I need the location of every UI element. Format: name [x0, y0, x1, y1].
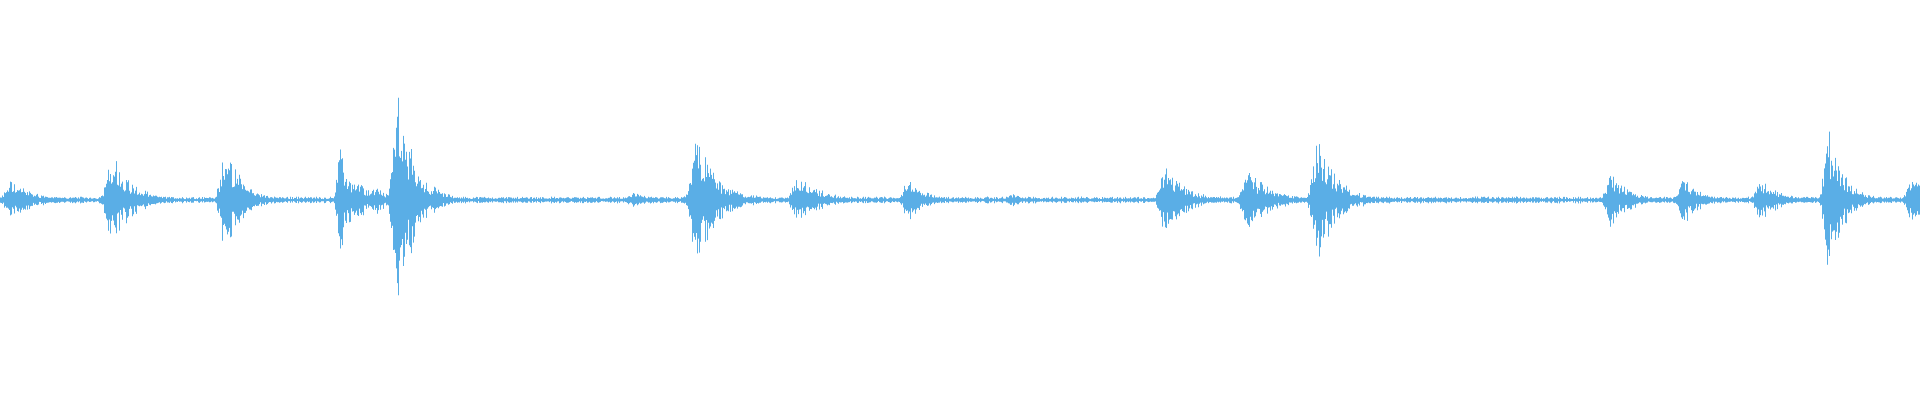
waveform-samples	[0, 97, 1920, 296]
waveform-trace	[0, 97, 1920, 296]
